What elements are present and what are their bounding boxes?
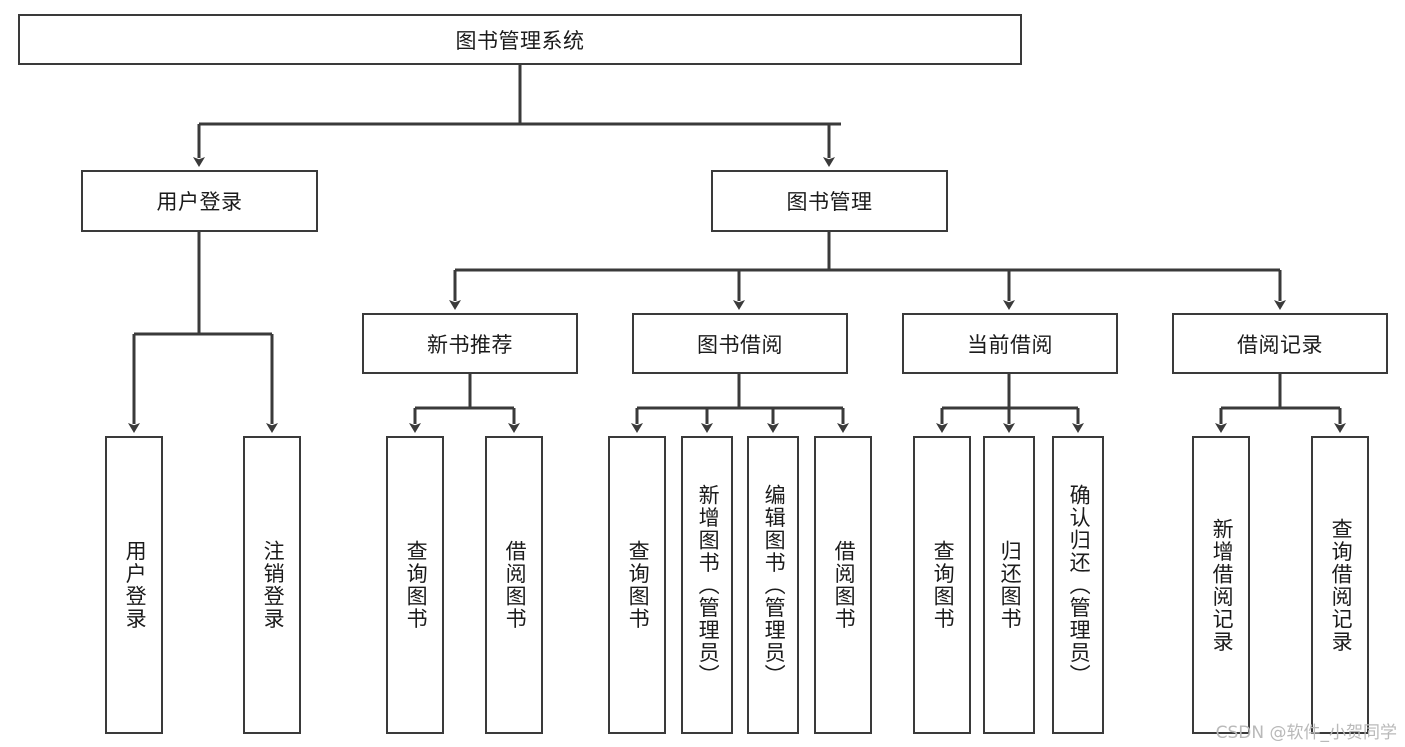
leaf-borrow-book-newbook[interactable]: 借阅图书 (485, 436, 543, 734)
leaf-logout[interactable]: 注销登录 (243, 436, 301, 734)
leaf-query-borrow-record[interactable]: 查询借阅记录 (1311, 436, 1369, 734)
node-label: 新增借阅记录 (1210, 517, 1234, 653)
node-label: 用户登录 (156, 191, 243, 214)
node-label: 归还图书 (998, 540, 1022, 630)
node-current-borrow[interactable]: 当前借阅 (902, 313, 1118, 374)
leaf-return-book[interactable]: 归还图书 (983, 436, 1035, 734)
node-label: 图书管理 (786, 191, 873, 214)
node-label: 编辑图书（管理员） (762, 483, 786, 687)
node-label: 新书推荐 (427, 333, 513, 357)
node-root-system[interactable]: 图书管理系统 (18, 14, 1022, 65)
node-label: 注销登录 (261, 540, 285, 630)
node-label: 查询图书 (931, 540, 955, 630)
node-label: 图书借阅 (697, 333, 783, 357)
leaf-query-book-current[interactable]: 查询图书 (913, 436, 971, 734)
node-label: 查询借阅记录 (1329, 517, 1353, 653)
node-book-management[interactable]: 图书管理 (711, 170, 948, 232)
node-label: 借阅图书 (832, 540, 856, 630)
node-label: 图书管理系统 (455, 29, 585, 53)
node-label: 借阅图书 (503, 540, 527, 630)
leaf-borrow-book[interactable]: 借阅图书 (814, 436, 872, 734)
leaf-user-login[interactable]: 用户登录 (105, 436, 163, 734)
leaf-query-book-borrow[interactable]: 查询图书 (608, 436, 666, 734)
node-label: 用户登录 (123, 540, 147, 630)
node-label: 查询图书 (404, 540, 428, 630)
csdn-watermark: CSDN @软件_小贺同学 (1215, 723, 1397, 743)
node-book-borrow[interactable]: 图书借阅 (632, 313, 848, 374)
leaf-edit-book-admin[interactable]: 编辑图书（管理员） (747, 436, 799, 734)
node-label: 当前借阅 (967, 333, 1053, 357)
leaf-add-borrow-record[interactable]: 新增借阅记录 (1192, 436, 1250, 734)
node-borrow-record[interactable]: 借阅记录 (1172, 313, 1388, 374)
leaf-confirm-return-admin[interactable]: 确认归还（管理员） (1052, 436, 1104, 734)
node-label: 查询图书 (626, 540, 650, 630)
node-label: 借阅记录 (1237, 333, 1323, 357)
node-new-book-recommend[interactable]: 新书推荐 (362, 313, 578, 374)
node-label: 确认归还（管理员） (1067, 483, 1091, 687)
node-label: 新增图书（管理员） (696, 483, 720, 687)
leaf-query-book-newbook[interactable]: 查询图书 (386, 436, 444, 734)
leaf-add-book-admin[interactable]: 新增图书（管理员） (681, 436, 733, 734)
node-user-login[interactable]: 用户登录 (81, 170, 318, 232)
